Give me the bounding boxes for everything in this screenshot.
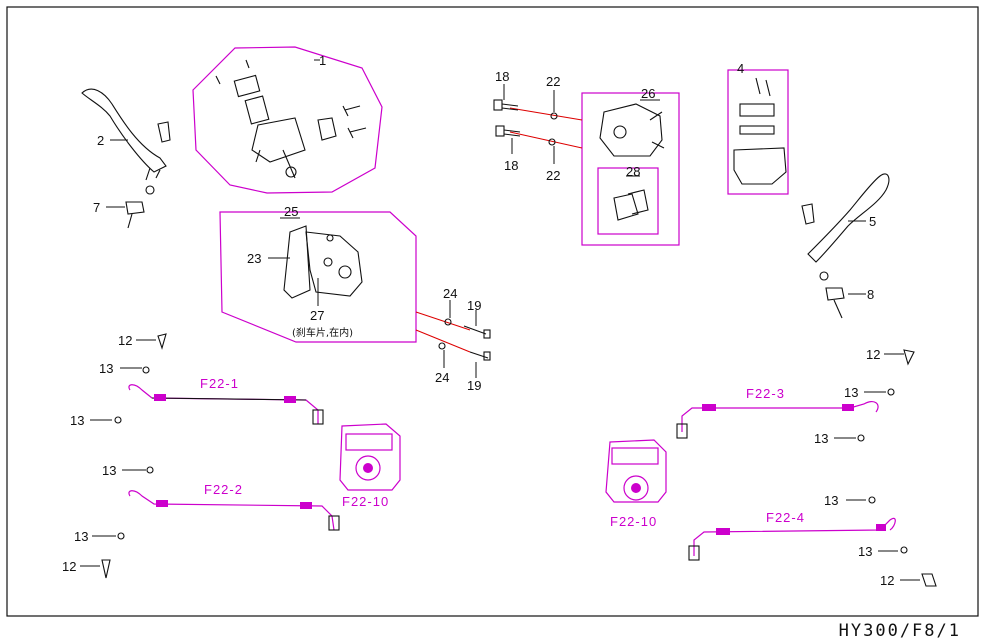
brake-pad-icon: [613, 189, 649, 221]
diagram-border: [6, 6, 979, 617]
label-f22-2: F22-2: [204, 482, 243, 497]
hose-f22-2: [128, 490, 340, 531]
label-25: 25: [284, 204, 298, 219]
right-caliper-icon: [599, 103, 665, 157]
switch-assembly-icon: [215, 59, 367, 179]
group-28-outline: [597, 167, 659, 235]
label-22-b: 22: [546, 168, 560, 183]
label-24-a: 24: [443, 286, 457, 301]
label-13-b: 13: [70, 413, 84, 428]
right-lever-icon: [801, 173, 890, 281]
pivot-bolt-8-icon: [825, 287, 845, 319]
label-12-a: 12: [118, 333, 132, 348]
label-12-d: 12: [880, 573, 894, 588]
label-4: 4: [737, 61, 744, 76]
label-18-b: 18: [504, 158, 518, 173]
group-25-outline: [219, 211, 417, 343]
label-8: 8: [867, 287, 874, 302]
hose-f22-1: [128, 384, 324, 425]
left-lever-icon: [81, 88, 171, 195]
label-13-g: 13: [824, 493, 838, 508]
label-f22-1: F22-1: [200, 376, 239, 391]
label-12-b: 12: [62, 559, 76, 574]
label-13-h: 13: [858, 544, 872, 559]
label-f22-10-a: F22-10: [342, 494, 389, 509]
drawing-code: HY300/F8/1: [838, 621, 961, 641]
label-f22-4: F22-4: [766, 510, 805, 525]
label-f22-10-b: F22-10: [610, 514, 657, 529]
label-18-a: 18: [495, 69, 509, 84]
left-caliper-icon: [283, 225, 363, 299]
label-2: 2: [97, 133, 104, 148]
pivot-bolt-7-icon: [125, 201, 145, 229]
banjo-bolt-right-bottom-icon: [921, 573, 937, 587]
label-28: 28: [626, 164, 640, 179]
label-26: 26: [641, 86, 655, 101]
banjo-bolt-right-top-icon: [903, 349, 915, 366]
label-7: 7: [93, 200, 100, 215]
group-1-outline: [192, 46, 383, 194]
label-13-c: 13: [102, 463, 116, 478]
label-27: 27: [310, 308, 324, 323]
label-12-c: 12: [866, 347, 880, 362]
bolt-19-24-icon: [438, 318, 491, 361]
hose-f22-4: [688, 517, 896, 561]
group-26-outline: [581, 92, 680, 246]
label-19-b: 19: [467, 378, 481, 393]
note-27: (刹车片,在内): [292, 326, 353, 339]
label-5: 5: [869, 214, 876, 229]
master-cylinder-icon: [733, 77, 787, 185]
hose-f22-3: [676, 400, 879, 439]
banjo-bolt-left-top-icon: [142, 333, 167, 374]
label-22-a: 22: [546, 74, 560, 89]
label-13-e: 13: [844, 385, 858, 400]
label-23: 23: [247, 251, 261, 266]
bolt-18-22-icon: [493, 99, 558, 146]
banjo-bolt-left-bottom-icon: [101, 559, 111, 579]
group-4-outline: [727, 69, 789, 195]
label-13-d: 13: [74, 529, 88, 544]
label-1: 1: [319, 53, 326, 68]
reservoir-right-icon: [605, 439, 667, 503]
reservoir-left-icon: [339, 423, 401, 491]
label-13-f: 13: [814, 431, 828, 446]
label-13-a: 13: [99, 361, 113, 376]
label-f22-3: F22-3: [746, 386, 785, 401]
label-19-a: 19: [467, 298, 481, 313]
label-24-b: 24: [435, 370, 449, 385]
